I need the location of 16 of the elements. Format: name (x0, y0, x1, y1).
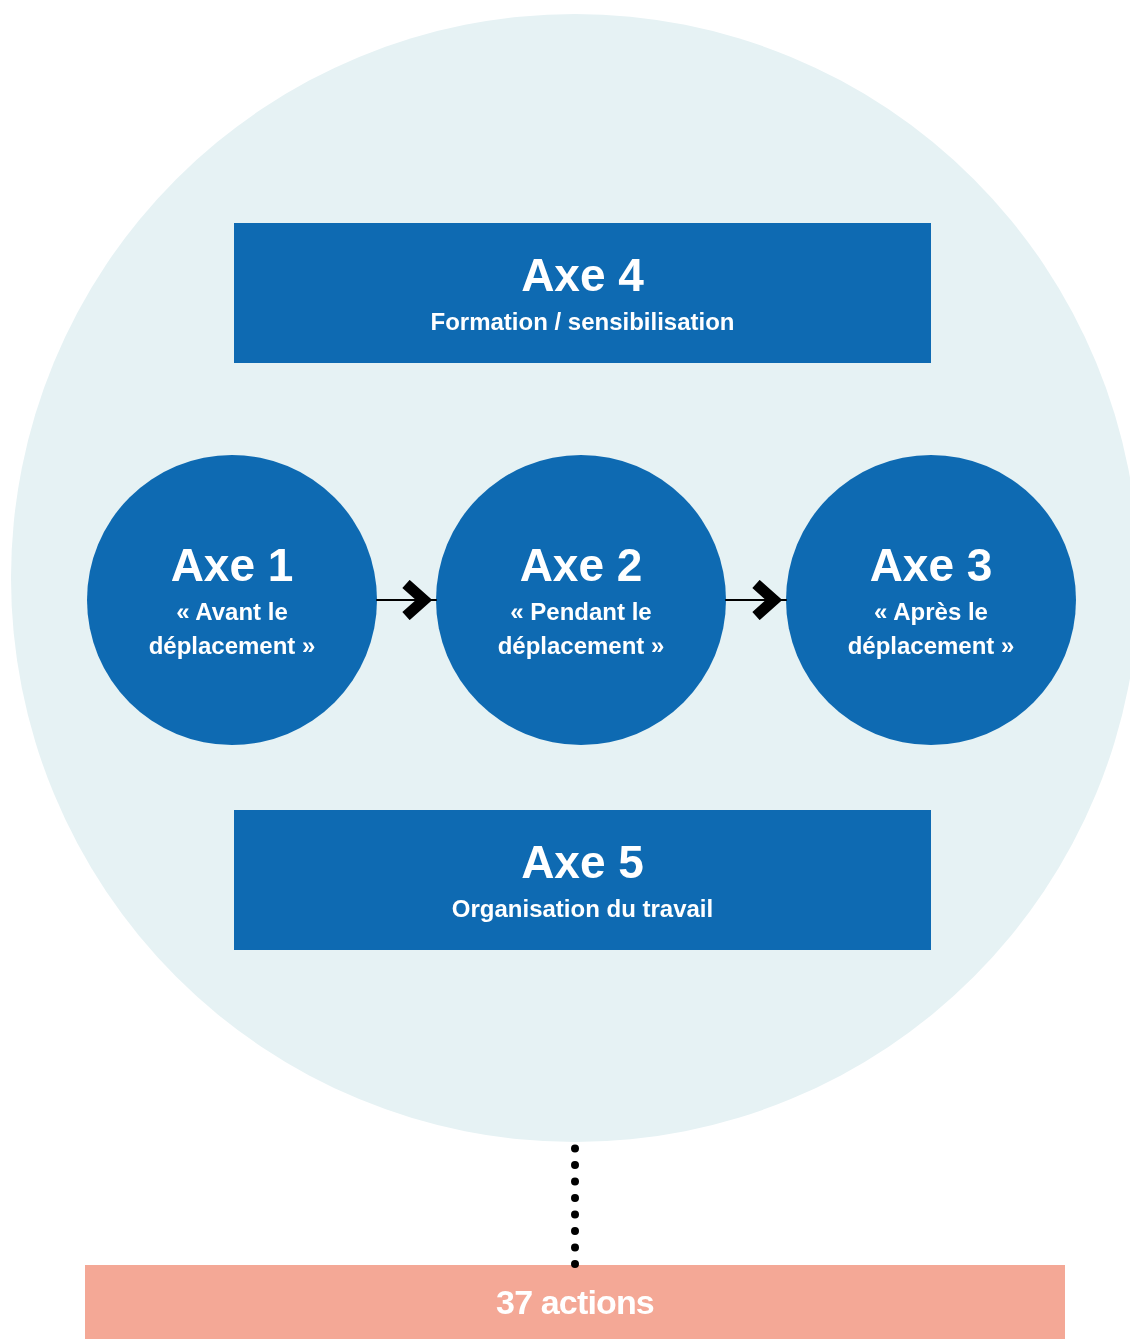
axis-box (234, 223, 931, 363)
axis-subtitle: Formation / sensibilisation (430, 306, 735, 337)
axis-box (234, 810, 931, 950)
axis-subtitle: « Avant le déplacement » (147, 596, 317, 661)
axis-title: Axe 4 (521, 248, 644, 304)
result-bar (85, 1265, 1065, 1339)
chevron-arrow (725, 578, 787, 622)
axis-title: Axe 5 (521, 835, 644, 891)
axis-title: Axe 3 (869, 538, 993, 594)
chevron-arrow (376, 578, 437, 622)
axis-subtitle: « Après le déplacement » (846, 596, 1016, 661)
axis-subtitle: Organisation du travail (451, 893, 714, 924)
axis-subtitle: « Pendant le déplacement » (496, 596, 666, 661)
axis-title: Axe 1 (170, 538, 294, 594)
axis-title: Axe 2 (519, 538, 643, 594)
axis-title: 37 actions (496, 1281, 654, 1323)
